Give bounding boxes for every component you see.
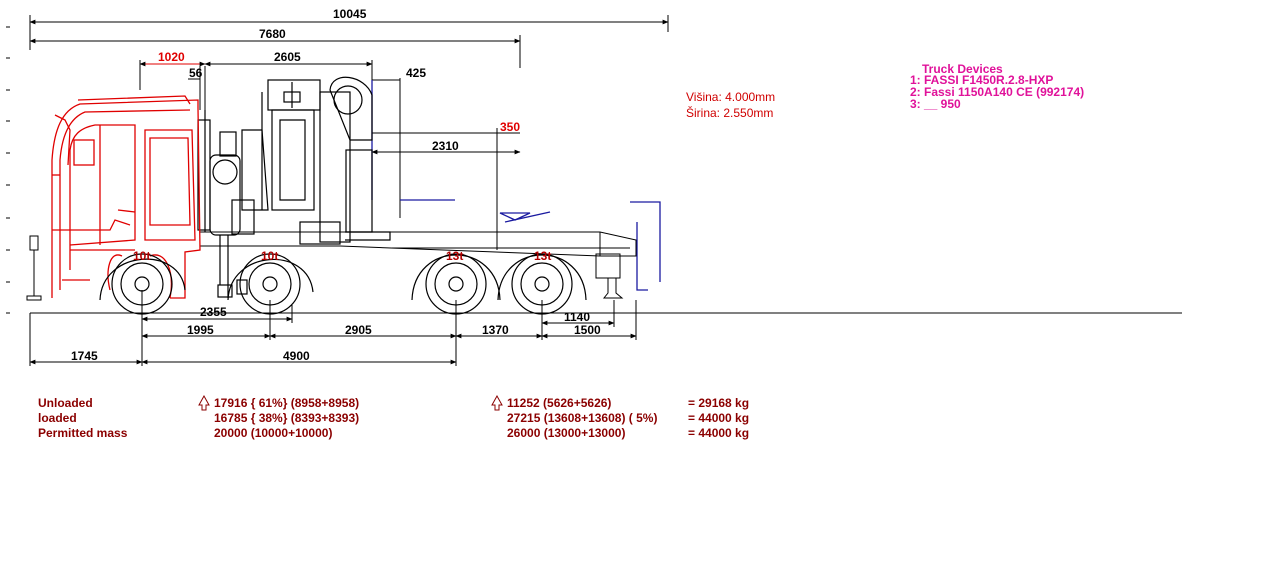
dimension-labels: 10045 7680 1020 56 2605 425 350 2310 235… <box>71 7 601 363</box>
top-dimensions <box>29 15 669 250</box>
total-mass-loaded: = 44000 kg <box>688 411 750 425</box>
crane-assembly <box>197 76 391 298</box>
wheel-rear-2 <box>497 253 587 315</box>
left-ruler <box>6 26 10 314</box>
spec-height: Višina: 4.000mm <box>686 90 776 104</box>
dim-2355: 2355 <box>200 305 227 319</box>
dim-1020: 1020 <box>158 50 185 64</box>
cab <box>51 95 201 299</box>
chassis-frame <box>200 231 637 299</box>
dim-overall-length: 10045 <box>333 7 367 21</box>
dim-56: 56 <box>189 66 203 80</box>
bottom-dimensions <box>29 290 637 366</box>
dim-350: 350 <box>500 120 520 134</box>
rear-mass-permitted: 26000 (13000+13000) <box>507 426 626 440</box>
dim-2310: 2310 <box>432 139 459 153</box>
load-arrows <box>198 394 503 411</box>
front-mass-unloaded: 17916 { 61%} (8958+8958) <box>214 396 360 410</box>
dim-425: 425 <box>406 66 426 80</box>
spec-width: Širina: 2.550mm <box>686 106 774 120</box>
dim-1745: 1745 <box>71 349 98 363</box>
trailer-outline <box>371 80 661 291</box>
front-mass-permitted: 20000 (10000+10000) <box>214 426 333 440</box>
dim-1500: 1500 <box>574 323 601 337</box>
dim-1995: 1995 <box>187 323 214 337</box>
axle-load-labels: 10t 10t 13t 13t <box>133 249 551 263</box>
axle-load-1: 10t <box>133 249 150 263</box>
device-item-3: 3: __ 950 <box>910 97 961 111</box>
front-post <box>26 235 42 301</box>
device-item-1: 1: FASSI F1450R.2.8-HXP <box>910 73 1054 87</box>
mass-label-unloaded: Unloaded <box>38 396 93 410</box>
axle-load-3: 13t <box>446 249 463 263</box>
mass-label-loaded: loaded <box>38 411 77 425</box>
devices-title: Truck Devices <box>922 62 1003 76</box>
dim-2605: 2605 <box>274 50 301 64</box>
mass-label-permitted: Permitted mass <box>38 426 128 440</box>
device-item-2: 2: Fassi 1150A140 CE (992174) <box>910 85 1085 99</box>
axle-load-4: 13t <box>534 249 551 263</box>
dim-1370: 1370 <box>482 323 509 337</box>
front-mass-loaded: 16785 { 38%} (8393+8393) <box>214 411 360 425</box>
axle-load-2: 10t <box>261 249 278 263</box>
rear-mass-unloaded: 11252 (5626+5626) <box>507 396 612 410</box>
wheel-front-1 <box>99 253 186 315</box>
dim-2905: 2905 <box>345 323 372 337</box>
total-mass-permitted: = 44000 kg <box>688 426 750 440</box>
dim-4900: 4900 <box>283 349 310 363</box>
total-mass-unloaded: = 29168 kg <box>688 396 750 410</box>
rear-mass-loaded: 27215 (13608+13608) ( 5%) <box>507 411 658 425</box>
dim-7680: 7680 <box>259 27 286 41</box>
dim-1140: 1140 <box>564 310 590 324</box>
wheel-front-2 <box>227 253 314 315</box>
wheel-rear-1 <box>411 253 501 315</box>
